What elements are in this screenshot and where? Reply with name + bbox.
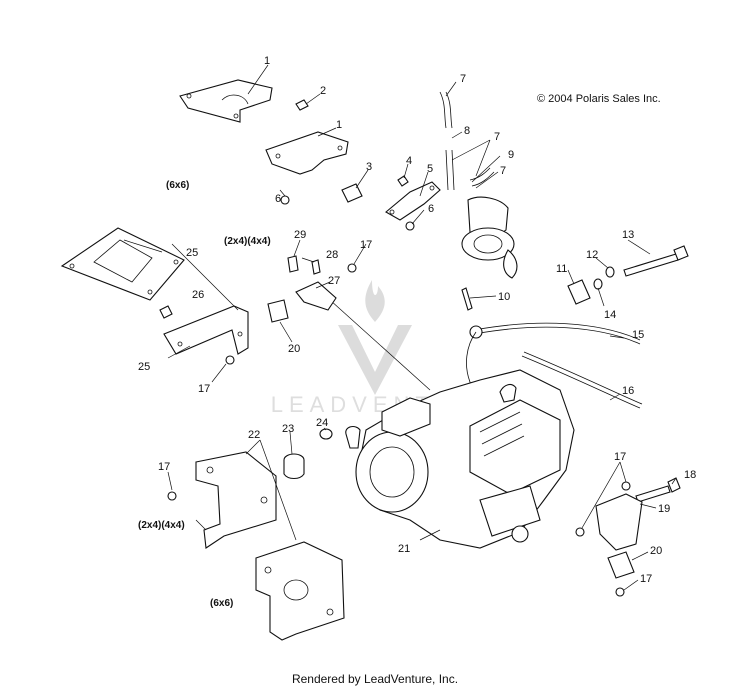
bolt-part-4 xyxy=(397,175,409,187)
pin-part-29 xyxy=(287,255,299,273)
bracket-part-25b xyxy=(163,305,249,355)
callout-10: 10 xyxy=(498,291,510,303)
bracket-part-22-6x6 xyxy=(255,541,345,641)
bracket-part-5 xyxy=(385,181,441,221)
callout-29: 29 xyxy=(294,229,306,241)
callout-28: 28 xyxy=(326,249,338,261)
callout-17: 17 xyxy=(640,573,652,585)
callout-13: 13 xyxy=(622,229,634,241)
callout-27: 27 xyxy=(328,275,340,287)
carburetor xyxy=(461,196,518,279)
washer-part-14 xyxy=(593,278,603,290)
callout-17: 17 xyxy=(158,461,170,473)
callout-17: 17 xyxy=(360,239,372,251)
callout-25: 25 xyxy=(186,247,198,259)
footer-credit: Rendered by LeadVenture, Inc. xyxy=(291,672,459,686)
callout-18: 18 xyxy=(684,469,696,481)
note-2x4-4x4-upper: (2x4)(4x4) xyxy=(224,236,271,247)
callout-21: 21 xyxy=(398,543,410,555)
bolt-part-2 xyxy=(295,99,309,111)
callout-14: 14 xyxy=(604,309,616,321)
callout-11: 11 xyxy=(556,263,567,275)
bracket-part-27 xyxy=(295,281,337,311)
washer-part-12 xyxy=(605,266,615,278)
nut-part-17b xyxy=(347,263,357,273)
callout-6: 6 xyxy=(428,203,434,215)
callout-9: 9 xyxy=(508,149,514,161)
callout-1: 1 xyxy=(336,119,342,131)
pin-part-28 xyxy=(311,259,321,275)
note-2x4-4x4-lower: (2x4)(4x4) xyxy=(138,520,185,531)
nut-part-17c xyxy=(167,491,177,501)
watermark-logo xyxy=(338,280,412,395)
variant-notes: (6x6) (2x4)(4x4) (2x4)(4x4) (6x6) xyxy=(138,180,271,609)
washer-part-24 xyxy=(319,428,333,440)
bushing-part-3 xyxy=(341,183,363,203)
mount-part-20a xyxy=(267,299,289,323)
plate-part-25a xyxy=(60,227,185,301)
bolt-part-26 xyxy=(159,305,173,319)
callout-7: 7 xyxy=(494,131,500,143)
callout-7: 7 xyxy=(460,73,466,85)
callout-6: 6 xyxy=(275,193,281,205)
copyright-notice: © 2004 Polaris Sales Inc. xyxy=(537,93,661,105)
callout-12: 12 xyxy=(586,249,598,261)
engine-part-21 xyxy=(345,369,575,549)
callout-20: 20 xyxy=(288,343,300,355)
callout-15: 15 xyxy=(632,329,644,341)
callout-26: 26 xyxy=(192,289,204,301)
mount-part-23 xyxy=(283,453,305,480)
callout-17: 17 xyxy=(198,383,210,395)
bracket-part-19 xyxy=(595,493,643,551)
callout-3: 3 xyxy=(366,161,372,173)
bracket-upper-6x6 xyxy=(179,79,273,123)
callout-23: 23 xyxy=(282,423,294,435)
callout-1: 1 xyxy=(264,55,270,67)
callout-19: 19 xyxy=(658,503,670,515)
leader-lines xyxy=(123,64,677,591)
callout-16: 16 xyxy=(622,385,634,397)
bolt-part-13 xyxy=(623,245,689,277)
vent-hoses xyxy=(439,91,495,191)
callout-8: 8 xyxy=(464,125,470,137)
note-6x6-upper: (6x6) xyxy=(166,180,189,191)
pin-part-10 xyxy=(461,287,473,311)
callout-20: 20 xyxy=(650,545,662,557)
nut-part-17a xyxy=(225,355,235,365)
spacer-part-11 xyxy=(567,279,591,305)
nut-part-17e xyxy=(615,587,625,597)
callout-17: 17 xyxy=(614,451,626,463)
callout-7: 7 xyxy=(500,165,506,177)
nut-part-17d xyxy=(575,481,631,537)
cable-part-16 xyxy=(521,351,643,409)
bolt-part-18 xyxy=(635,477,681,503)
callout-5: 5 xyxy=(427,163,433,175)
callout-2: 2 xyxy=(320,85,326,97)
callouts: 1 2 1 3 4 5 6 6 7 8 7 9 7 10 11 12 13 14… xyxy=(138,55,696,585)
callout-22: 22 xyxy=(248,429,260,441)
callout-24: 24 xyxy=(316,417,328,429)
callout-4: 4 xyxy=(406,155,412,167)
note-6x6-lower: (6x6) xyxy=(210,598,233,609)
bracket-upper-2x4 xyxy=(265,131,349,175)
nut-part-6a xyxy=(280,195,290,205)
callout-25: 25 xyxy=(138,361,150,373)
bracket-part-22-2x4 xyxy=(195,451,277,549)
mount-part-20b xyxy=(607,551,635,579)
